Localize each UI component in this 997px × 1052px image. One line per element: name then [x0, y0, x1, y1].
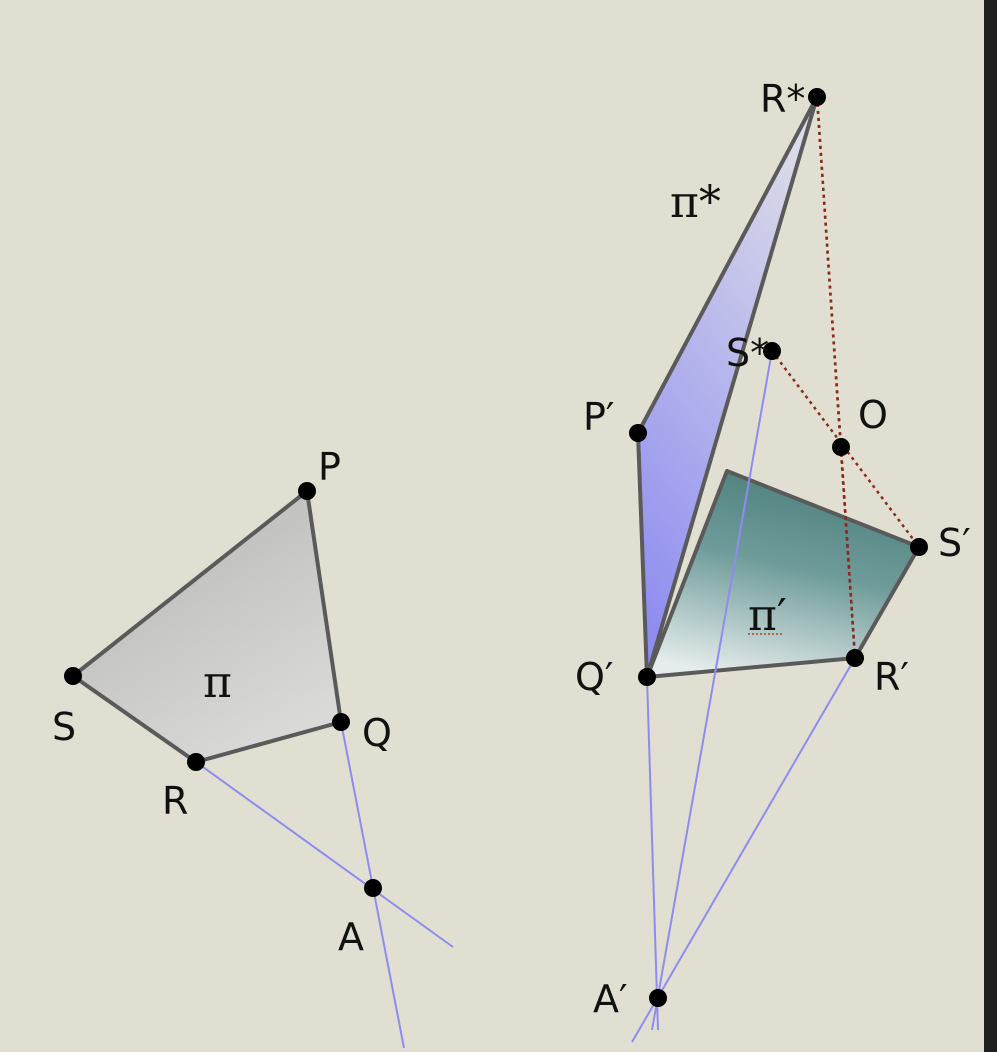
label-S-prime: S′ — [938, 521, 971, 565]
label-R-prime: R′ — [874, 655, 909, 699]
point-S-star — [763, 342, 781, 360]
label-Q-prime: Q′ — [575, 655, 614, 699]
point-A-prime — [649, 989, 667, 1007]
label-R-star: R* — [760, 77, 805, 121]
label-S-star: S* — [726, 331, 769, 375]
right-edge-border — [984, 0, 997, 1052]
label-O: O — [858, 393, 888, 437]
points-layer — [64, 88, 928, 1007]
dotted-S-star-S-prime — [771, 350, 920, 548]
point-P — [298, 482, 316, 500]
label-S: S — [52, 705, 76, 749]
plane-pi — [71, 489, 343, 764]
point-Q-prime — [638, 668, 656, 686]
line-S-star-A-prime — [651, 350, 773, 1031]
label-Q: Q — [362, 711, 392, 755]
point-Q — [332, 713, 350, 731]
line-R-A — [195, 761, 454, 948]
point-P-prime — [629, 424, 647, 442]
dotted-R-star-O — [815, 96, 843, 448]
label-plane-pi-star: π* — [670, 177, 721, 228]
point-S — [64, 667, 82, 685]
point-R-prime — [846, 649, 864, 667]
label-P: P — [318, 445, 341, 489]
line-Q-prime-A-prime — [646, 676, 659, 1031]
label-plane-pi-prime: π′ — [748, 590, 787, 641]
point-R — [187, 753, 205, 771]
point-R-star — [808, 88, 826, 106]
point-A — [364, 879, 382, 897]
label-R: R — [162, 779, 188, 823]
plane-pi-star — [636, 95, 819, 679]
label-A-prime: A′ — [593, 977, 628, 1021]
line-R-prime-A-prime — [631, 657, 856, 1043]
point-O — [832, 438, 850, 456]
label-A: A — [338, 915, 364, 959]
point-S-prime — [910, 538, 928, 556]
dotted-O-R-prime — [839, 446, 857, 659]
label-P-prime: P′ — [583, 395, 615, 439]
label-plane-pi: π — [203, 657, 232, 708]
